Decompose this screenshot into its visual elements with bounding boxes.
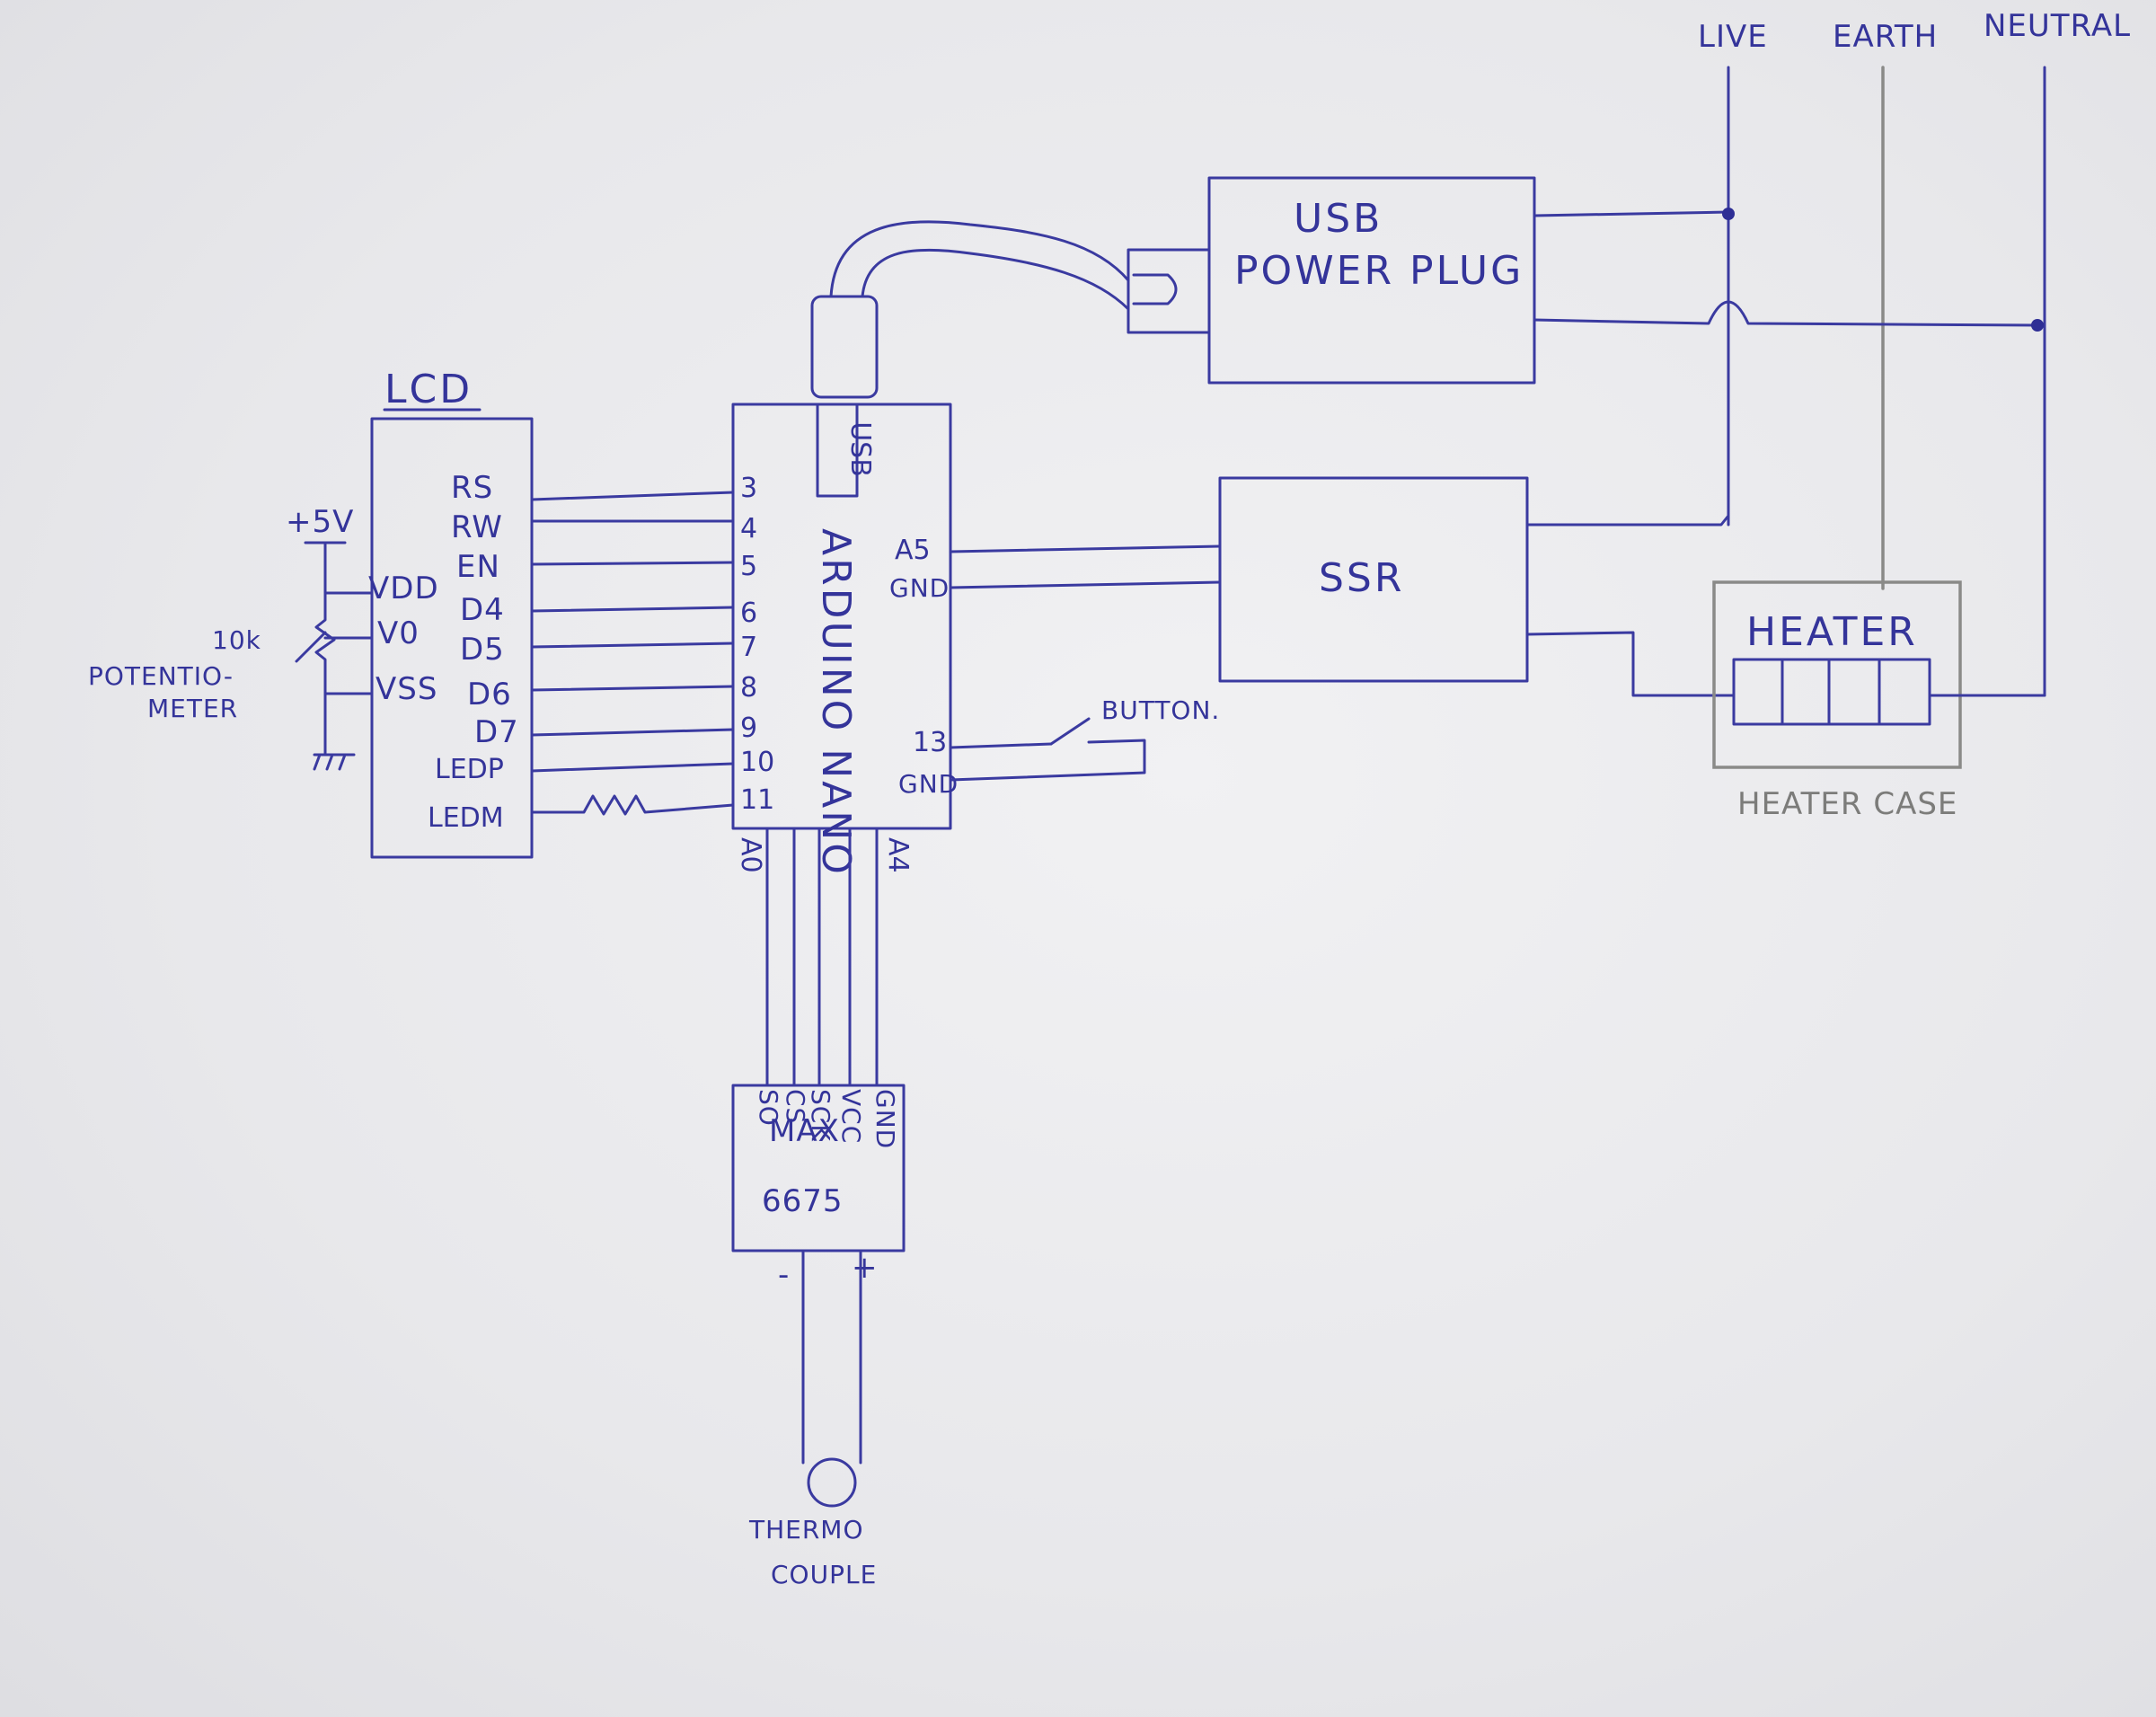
max6675-pin-labels: SO CS SCK VCC GND xyxy=(754,1089,900,1149)
arduino-pin-9: 9 xyxy=(740,712,757,744)
potentiometer-wiper xyxy=(295,631,327,663)
max-plus-label: + xyxy=(852,1250,879,1286)
potentiometer-value: 10k xyxy=(212,625,261,655)
arduino-usb-label: USB xyxy=(844,421,876,477)
lcd-pin-rw: RW xyxy=(451,509,503,545)
a5-ssr-wire xyxy=(949,544,1222,553)
arduino-name: ARDUINO NANO xyxy=(813,528,859,877)
usb-plug-label-2: POWER PLUG xyxy=(1234,248,1524,294)
max-pin-gnd: GND xyxy=(870,1089,900,1149)
pin13-wire xyxy=(949,742,1053,749)
potentiometer-resistor xyxy=(314,591,336,757)
lcd-pin-vss: VSS xyxy=(376,671,437,707)
button-label: BUTTON. xyxy=(1101,695,1220,725)
arduino-pin-5: 5 xyxy=(740,551,757,582)
arduino-usb-port xyxy=(816,403,859,498)
usb-socket-port xyxy=(1132,273,1178,305)
thermocouple-label-2: COUPLE xyxy=(771,1560,877,1589)
thermocouple-label-1: THERMO xyxy=(748,1515,864,1544)
button-gnd-wire xyxy=(949,739,1146,782)
max-label-1: MAX xyxy=(769,1113,840,1149)
lcd-pin-d4: D4 xyxy=(460,592,505,628)
arduino-pin-6: 6 xyxy=(740,597,757,629)
supply-voltage-label: +5V xyxy=(286,504,354,540)
lcd-pin-ledp: LEDP xyxy=(435,754,504,785)
arduino-pin-10: 10 xyxy=(740,747,774,778)
max-pin-so: SO xyxy=(754,1089,783,1127)
usb-connector-head xyxy=(810,295,879,399)
lcd-pin-d7: D7 xyxy=(474,714,519,750)
lcd-title: LCD xyxy=(384,367,473,412)
usb-plug-label-1: USB xyxy=(1294,196,1383,242)
neutral-label: NEUTRAL xyxy=(1984,8,2131,44)
button-switch xyxy=(1049,717,1091,746)
arduino-pin-gnd-bottom: GND xyxy=(898,769,959,799)
lcd-left-pin-labels: VDD V0 VSS xyxy=(368,571,439,707)
arduino-pin-gnd-top: GND xyxy=(889,573,950,603)
max6675-module xyxy=(731,1084,906,1252)
lcd-arduino-wires xyxy=(530,491,735,816)
arduino-pin-4: 4 xyxy=(740,513,757,544)
heater-element xyxy=(1732,658,1931,726)
ssr-heater-wire xyxy=(1525,631,1736,697)
arduino-pin-13: 13 xyxy=(913,727,947,758)
usb-cable-inner xyxy=(861,248,1130,311)
lcd-pin-en: EN xyxy=(456,549,500,585)
usb-socket xyxy=(1127,248,1211,334)
arduino-pin-a0: A0 xyxy=(735,837,766,873)
heater-case-label: HEATER CASE xyxy=(1737,786,1957,822)
arduino-pin-3: 3 xyxy=(740,473,757,504)
live-junction xyxy=(1722,208,1735,220)
lcd-pin-ledm: LEDM xyxy=(428,802,504,834)
potentiometer-label-1: POTENTIO- xyxy=(88,661,234,691)
ssr-label: SSR xyxy=(1319,555,1404,601)
max-arduino-wires xyxy=(765,827,879,1087)
live-label: LIVE xyxy=(1698,19,1768,55)
max-label-2: 6675 xyxy=(762,1183,844,1219)
ground-symbol xyxy=(313,753,356,771)
arduino-pin-7: 7 xyxy=(740,632,757,663)
arduino-pin-a4: A4 xyxy=(882,837,914,873)
thermocouple-tip xyxy=(807,1457,857,1508)
max-minus-label: - xyxy=(778,1257,790,1293)
plug-live-wire xyxy=(1533,210,1730,217)
lcd-pin-d6: D6 xyxy=(467,677,512,712)
arduino-left-pins: 3 4 5 6 7 8 9 10 11 xyxy=(740,473,774,816)
ssr-live-wire xyxy=(1525,322,1730,527)
usb-cable-outer xyxy=(829,220,1130,298)
lcd-pin-d5: D5 xyxy=(460,632,505,668)
heater-label: HEATER xyxy=(1746,609,1918,655)
lcd-pin-v0: V0 xyxy=(377,615,420,651)
gnd-ssr-wire xyxy=(949,580,1222,589)
potentiometer-label-2: METER xyxy=(147,694,238,723)
heater-case xyxy=(1712,580,1962,769)
max-pin-vcc: VCC xyxy=(836,1089,866,1144)
vdd-wire xyxy=(323,541,374,595)
neutral-junction xyxy=(2031,319,2044,332)
arduino-pin-11: 11 xyxy=(740,784,774,816)
earth-label: EARTH xyxy=(1833,19,1938,55)
plug-neutral-wire xyxy=(1533,300,2039,327)
lcd-pin-vdd: VDD xyxy=(368,571,439,606)
arduino-pin-8: 8 xyxy=(740,672,757,704)
lcd-pin-rs: RS xyxy=(451,470,493,506)
ssr-box xyxy=(1218,476,1529,683)
max-pin-sck: SCK xyxy=(806,1089,835,1142)
arduino-pin-a5: A5 xyxy=(895,535,931,566)
lcd-right-pin-labels: RS RW EN D4 D5 D6 D7 LEDP LEDM xyxy=(428,470,519,834)
max-pin-cs: CS xyxy=(781,1089,810,1124)
